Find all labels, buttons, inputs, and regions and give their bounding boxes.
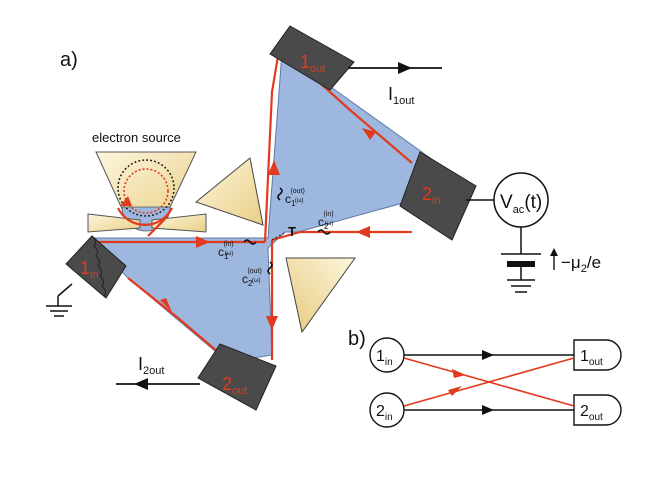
contact-out2: 2out bbox=[197, 343, 277, 411]
b-output-2-label: 2out bbox=[580, 403, 603, 423]
b-output-1-label: 1out bbox=[580, 348, 603, 368]
ac-voltage-label: Vac(t) bbox=[500, 192, 542, 216]
electron-source bbox=[87, 151, 207, 233]
coupling-marks bbox=[243, 187, 331, 275]
edge-channel-in2 bbox=[271, 230, 412, 242]
diagram-b: 1in 2in 1out 2out bbox=[369, 337, 622, 428]
contact-in1: 1in bbox=[65, 235, 127, 299]
ground-symbol-left bbox=[46, 283, 73, 317]
coupling-c1-in: c1(in)(ω) bbox=[218, 241, 234, 261]
b-output-1 bbox=[573, 339, 622, 371]
panel-label-b: b) bbox=[348, 328, 366, 350]
current-out2-label: I2out bbox=[138, 354, 164, 377]
b-output-2 bbox=[573, 394, 622, 426]
coupling-c2-in: c2(in)(ω) bbox=[318, 211, 334, 231]
contact-out1-label: 1out bbox=[300, 52, 325, 75]
contact-in2-label: 2in bbox=[422, 184, 441, 207]
contact-in2: 2in bbox=[399, 151, 477, 241]
edge-channel-source-loop bbox=[117, 207, 173, 237]
current-out2-lead bbox=[116, 378, 200, 390]
scatterer-label: T bbox=[288, 224, 296, 239]
current-out1-label: I1out bbox=[388, 84, 414, 107]
b-line-2in-1out bbox=[403, 357, 575, 407]
electron-source-label: electron source bbox=[92, 130, 181, 145]
b-input-1-label: 1in bbox=[376, 348, 393, 368]
panel-label-a: a) bbox=[60, 49, 78, 71]
scatterer-link bbox=[271, 231, 287, 241]
gate-upper bbox=[194, 157, 264, 226]
gate-lower bbox=[285, 257, 356, 334]
contact-out1: 1out bbox=[269, 25, 355, 91]
ac-voltage-source: Vac(t) bbox=[466, 172, 558, 293]
coupling-c2-out: c2(out)(ω) bbox=[242, 268, 262, 288]
contact-in1-label: 1in bbox=[80, 258, 99, 281]
edge-channel-to-out1 bbox=[263, 55, 280, 243]
contact-out2-label: 2out bbox=[222, 374, 247, 397]
edge-channel-arrows bbox=[120, 128, 376, 330]
edge-channel-in1-to-out2 bbox=[127, 277, 219, 353]
coupling-c1-out: c1(out)(ω) bbox=[285, 188, 305, 208]
chem-potential-label: −μ2/e bbox=[561, 253, 601, 275]
b-input-2-label: 2in bbox=[376, 403, 393, 423]
current-out1-lead bbox=[348, 62, 442, 74]
